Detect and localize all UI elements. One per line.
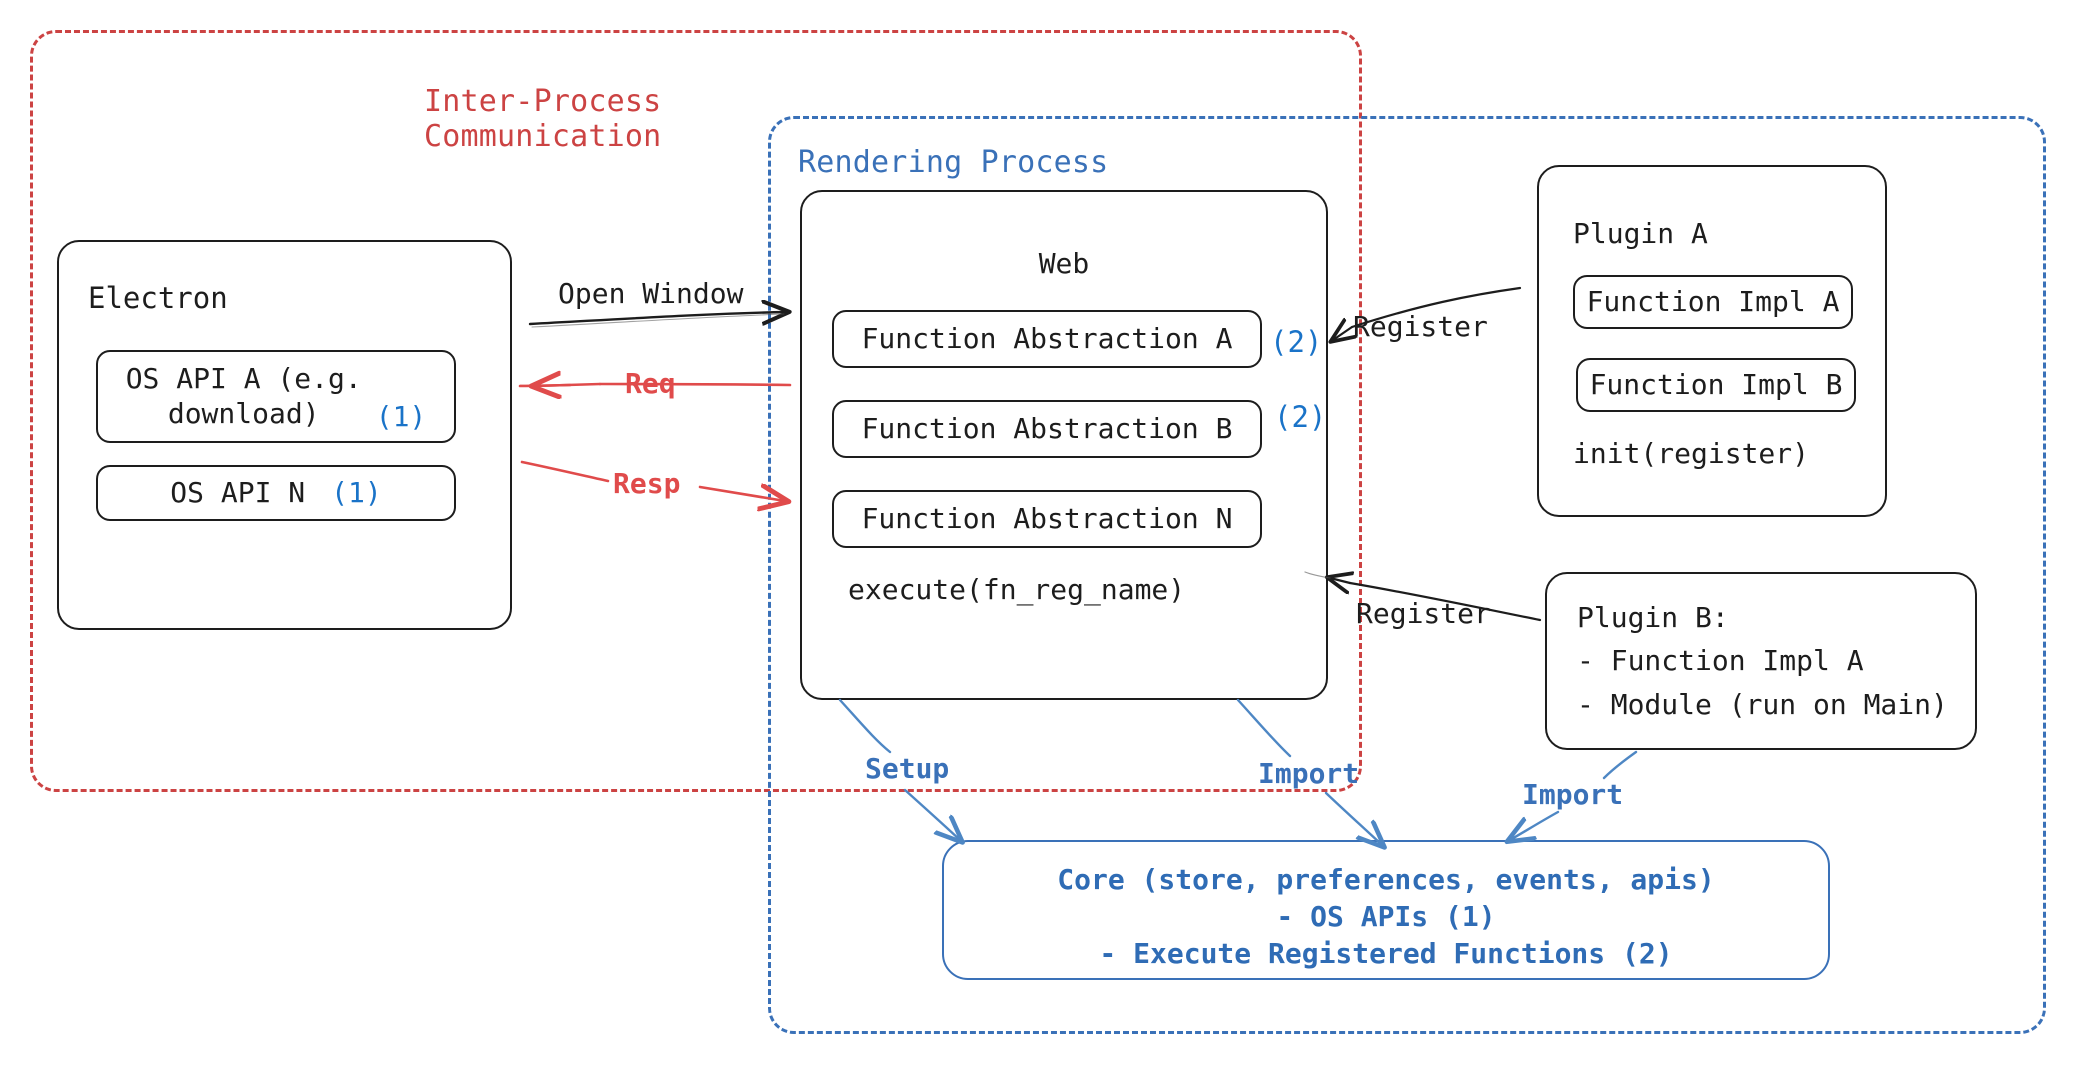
- node-function-impl-a[interactable]: Function Impl A: [1573, 275, 1853, 329]
- web-title: Web: [1038, 247, 1090, 280]
- node-plugin-b[interactable]: [1545, 572, 1977, 750]
- os-api-n-label: OS API N: [170, 475, 306, 509]
- electron-title: Electron: [88, 281, 228, 315]
- node-function-impl-b[interactable]: Function Impl B: [1576, 358, 1856, 412]
- os-api-a-marker: (1): [375, 400, 427, 434]
- function-impl-a-label: Function Impl A: [1586, 284, 1840, 318]
- function-abstraction-a-label: Function Abstraction A: [861, 321, 1233, 355]
- plugin-a-title: Plugin A: [1573, 217, 1708, 250]
- edge-label-register-plugin-a: Register: [1353, 310, 1488, 343]
- os-api-n-marker: (1): [331, 475, 382, 509]
- node-os-api-n[interactable]: OS API N (1): [96, 465, 456, 521]
- edge-label-import-web: Import: [1258, 757, 1360, 790]
- group-inter-process-communication: [30, 30, 1362, 792]
- node-function-abstraction-b[interactable]: Function Abstraction B: [832, 400, 1262, 458]
- os-api-a-label: OS API A (e.g. download): [125, 361, 362, 430]
- function-abstraction-b-marker: (2): [1274, 400, 1327, 434]
- group-rendering-process: [768, 116, 2046, 1034]
- group-title-ipc: Inter-Process Communication: [424, 84, 662, 155]
- function-abstraction-a-marker: (2): [1270, 325, 1323, 359]
- node-os-api-a[interactable]: OS API A (e.g. download) (1): [96, 350, 456, 443]
- edge-label-import-plugin-b: Import: [1522, 778, 1624, 811]
- node-function-abstraction-n[interactable]: Function Abstraction N: [832, 490, 1262, 548]
- function-abstraction-b-label: Function Abstraction B: [861, 411, 1233, 445]
- edge-label-setup: Setup: [865, 752, 950, 785]
- plugin-a-init-method: init(register): [1573, 437, 1810, 470]
- group-title-rendering-process: Rendering Process: [798, 145, 1109, 180]
- function-impl-b-label: Function Impl B: [1589, 367, 1843, 401]
- edge-label-open-window: Open Window: [558, 277, 744, 310]
- web-execute-method: execute(fn_reg_name): [848, 573, 1186, 606]
- core-text: Core (store, preferences, events, apis) …: [1057, 863, 1715, 970]
- node-function-abstraction-a[interactable]: Function Abstraction A: [832, 310, 1262, 368]
- function-abstraction-n-label: Function Abstraction N: [861, 501, 1233, 535]
- edge-label-register-plugin-b: Register: [1356, 597, 1491, 630]
- edge-label-req: Req: [625, 367, 676, 400]
- node-plugin-a[interactable]: [1537, 165, 1887, 517]
- edge-label-resp: Resp: [613, 467, 681, 500]
- plugin-b-text: Plugin B: - Function Impl A - Module (ru…: [1577, 601, 1948, 721]
